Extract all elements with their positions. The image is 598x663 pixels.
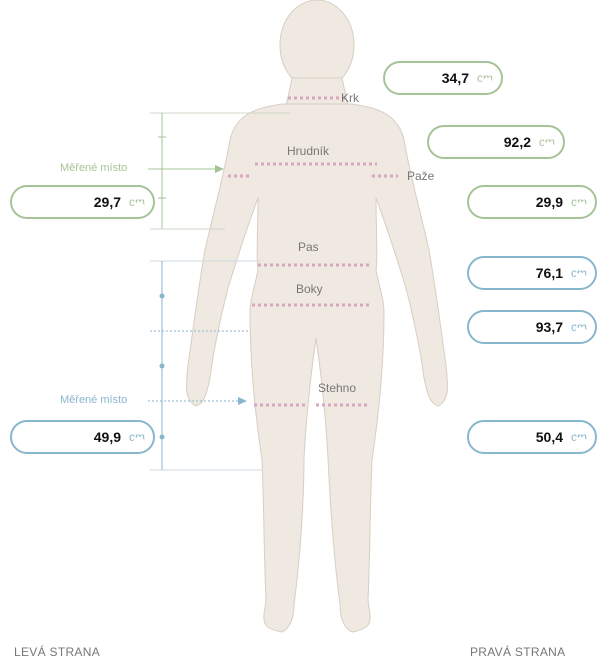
value-krk: 34,7 cm: [383, 61, 503, 95]
value-stehno-left-number: 49,9: [94, 429, 121, 445]
value-stehno-left: 49,9 cm: [10, 420, 155, 454]
value-paze-left-unit: cm: [129, 195, 145, 209]
value-pas-unit: cm: [571, 266, 587, 280]
measured-place-upper: Měřené místo: [60, 162, 127, 174]
left-side-label: LEVÁ STRANA: [14, 645, 100, 659]
label-stehno: Stehno: [318, 381, 356, 395]
value-hrudnik-unit: cm: [539, 135, 555, 149]
value-paze-right: 29,9 cm: [467, 185, 597, 219]
label-paze: Paže: [407, 169, 434, 183]
value-paze-right-number: 29,9: [536, 194, 563, 210]
value-pas-number: 76,1: [536, 265, 563, 281]
value-stehno-left-unit: cm: [129, 430, 145, 444]
value-boky: 93,7 cm: [467, 310, 597, 344]
value-hrudnik: 92,2 cm: [427, 125, 565, 159]
value-pas: 76,1 cm: [467, 256, 597, 290]
value-stehno-right: 50,4 cm: [467, 420, 597, 454]
label-pas: Pas: [298, 240, 319, 254]
value-hrudnik-number: 92,2: [504, 134, 531, 150]
value-paze-right-unit: cm: [571, 195, 587, 209]
value-paze-left-number: 29,7: [94, 194, 121, 210]
value-stehno-right-unit: cm: [571, 430, 587, 444]
value-krk-unit: cm: [477, 71, 493, 85]
value-paze-left: 29,7 cm: [10, 185, 155, 219]
value-krk-number: 34,7: [442, 70, 469, 86]
value-boky-number: 93,7: [536, 319, 563, 335]
value-stehno-right-number: 50,4: [536, 429, 563, 445]
label-hrudnik: Hrudník: [287, 144, 329, 158]
label-krk: Krk: [341, 91, 359, 105]
right-side-label: PRAVÁ STRANA: [470, 645, 565, 659]
measured-place-lower: Měřené místo: [60, 394, 127, 406]
label-boky: Boky: [296, 282, 323, 296]
value-boky-unit: cm: [571, 320, 587, 334]
